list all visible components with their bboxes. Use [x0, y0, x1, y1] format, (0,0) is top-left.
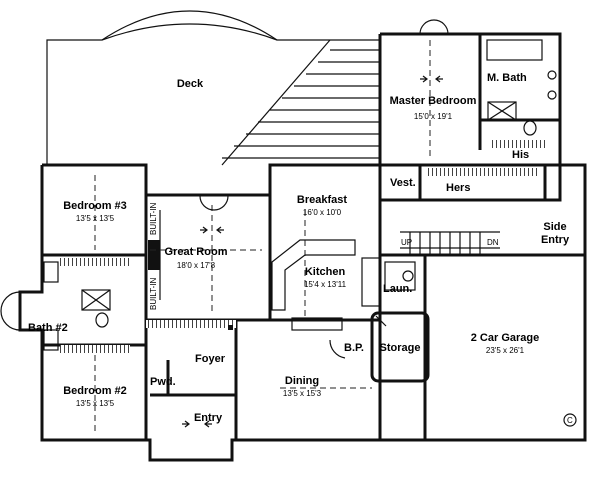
bedroom3-label: Bedroom #3	[63, 200, 127, 212]
built-in-lower-label: BUILT-IN	[149, 277, 158, 310]
his-closet-label: His	[512, 149, 529, 161]
master-suite	[378, 19, 562, 202]
master-bath-label: M. Bath	[487, 72, 527, 84]
dining-dims: 13'5 x 15'3	[283, 389, 322, 398]
arrows	[182, 75, 443, 428]
built-in-upper-label: BUILT-IN	[149, 202, 158, 235]
bedroom2-label: Bedroom #2	[63, 385, 127, 397]
storage-label: Storage	[380, 342, 421, 354]
hers-closet-label: Hers	[446, 182, 470, 194]
master-bedroom-label: Master Bedroom	[390, 95, 477, 107]
entry-label: Entry	[194, 412, 223, 424]
deck-label: Deck	[177, 78, 204, 90]
deck-shading	[221, 39, 380, 166]
butler-pantry-label: B.P.	[344, 342, 364, 354]
kitchen-dims: 15'4 x 13'11	[304, 280, 347, 289]
deck	[46, 10, 381, 196]
stair-up-label: UP	[401, 238, 412, 247]
garage-label: 2 Car Garage	[471, 332, 539, 344]
side-entry-label-2: Entry	[541, 234, 570, 246]
garage-dims: 23'5 x 26'1	[486, 346, 525, 355]
bedroom3-dims: 13'5 x 13'5	[76, 214, 115, 223]
great-room-dims: 18'0 x 17'8	[177, 261, 216, 270]
dining-label: Dining	[285, 375, 319, 387]
bedroom2-dims: 13'5 x 13'5	[76, 399, 115, 408]
master-bedroom-dims: 15'0 x 19'1	[414, 112, 453, 121]
vestibule-label: Vest.	[390, 177, 416, 189]
laundry-label: Laun.	[383, 283, 412, 295]
service-area	[271, 163, 587, 442]
powder-room-label: Pwd.	[150, 376, 176, 388]
stair	[400, 231, 500, 255]
foyer-label: Foyer	[195, 353, 226, 365]
stair-down-label: DN	[487, 238, 499, 247]
breakfast-dims: 16'0 x 10'0	[303, 208, 342, 217]
kitchen-label: Kitchen	[305, 266, 346, 278]
copyright-symbol: C	[567, 416, 573, 425]
great-room-label: Great Room	[165, 246, 228, 258]
side-entry-label-1: Side	[543, 221, 566, 233]
bath2-label: Bath #2	[28, 322, 68, 334]
breakfast-label: Breakfast	[297, 194, 347, 206]
